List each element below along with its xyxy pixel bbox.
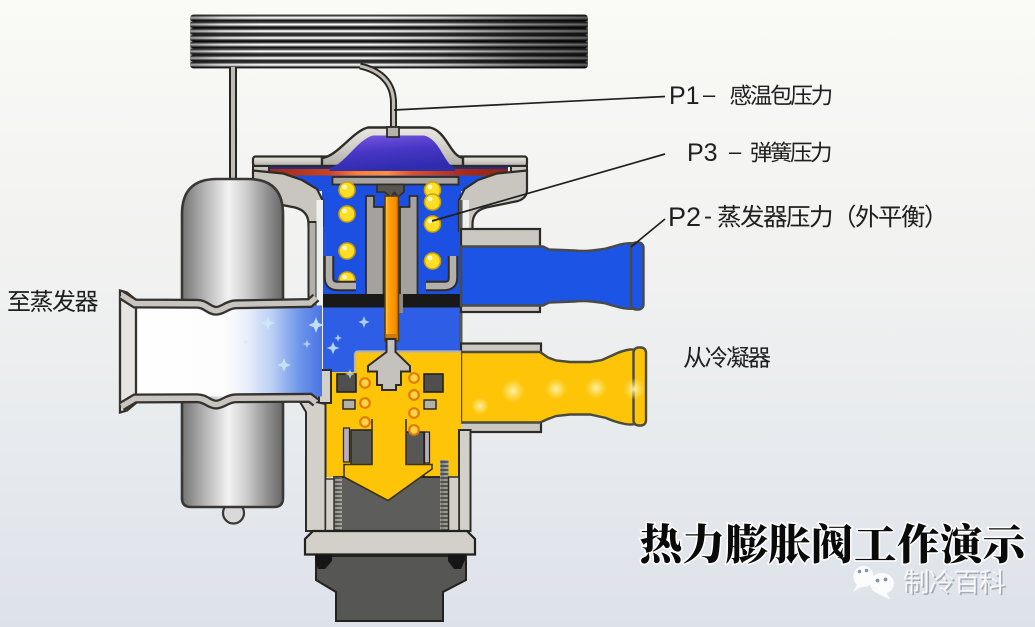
svg-text:P3: P3 <box>687 139 718 167</box>
svg-text:P2: P2 <box>668 202 701 232</box>
svg-text:–: – <box>729 139 742 164</box>
svg-text:-: - <box>704 203 712 230</box>
svg-text:–: – <box>703 82 716 107</box>
svg-text:P1: P1 <box>669 82 700 110</box>
